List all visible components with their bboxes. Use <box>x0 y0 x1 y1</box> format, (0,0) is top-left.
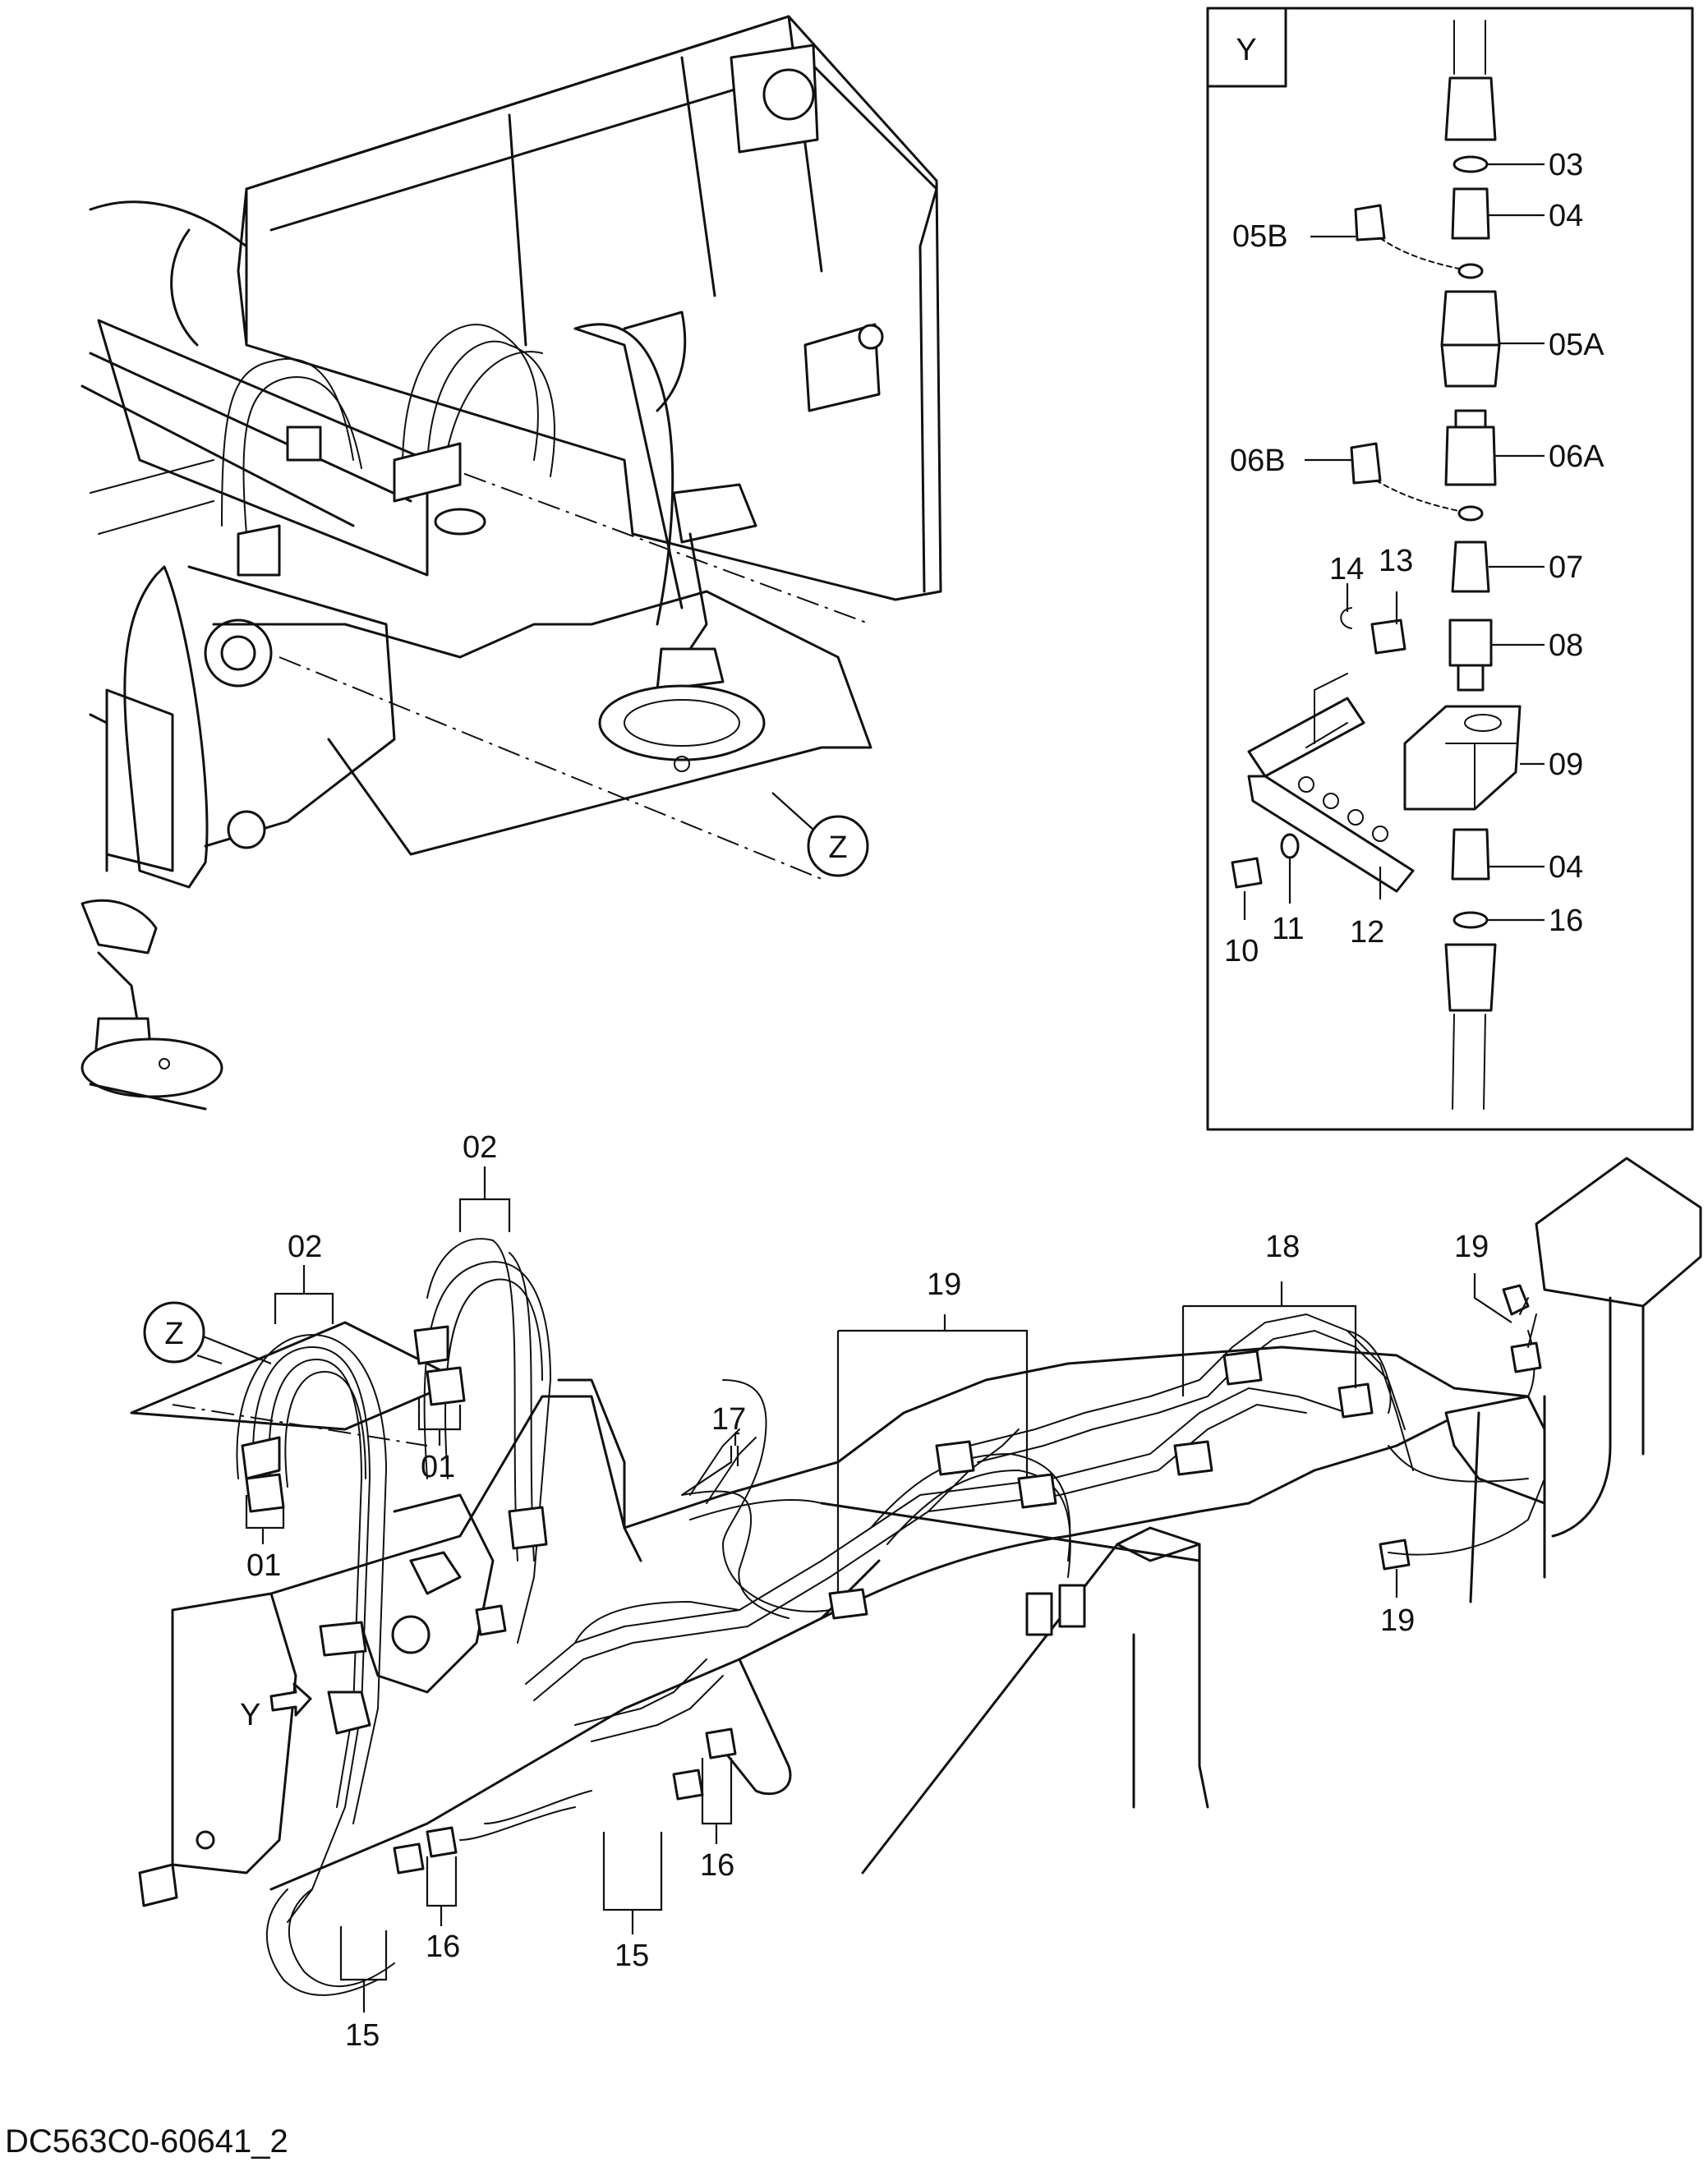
adapter-07 <box>1451 540 1490 593</box>
callout-06B: 06B <box>1230 444 1286 478</box>
upper-assembly-drawing <box>81 15 942 1111</box>
callout-16-middle: 16 <box>700 1848 734 1883</box>
hose-end-fitting-top <box>1444 76 1497 141</box>
view-y-marker-label: Y <box>240 1698 260 1732</box>
callout-01-left: 01 <box>246 1548 281 1583</box>
callout-12: 12 <box>1350 915 1384 950</box>
callout-02-left: 02 <box>288 1230 322 1264</box>
view-z-marker-bottom: Z <box>143 1301 205 1364</box>
adapter-04 <box>1451 187 1490 240</box>
coupler-05A <box>1440 290 1501 347</box>
callout-18: 18 <box>1265 1230 1300 1264</box>
callout-04: 04 <box>1549 199 1583 233</box>
callout-07: 07 <box>1549 550 1583 585</box>
view-y-arrow <box>269 1682 312 1717</box>
callout-14: 14 <box>1329 552 1364 586</box>
lower-callouts: 02 02 01 01 15 16 15 16 17 19 18 19 19 <box>246 1130 1489 2053</box>
callout-19-left: 19 <box>927 1267 961 1302</box>
hose-end-fitting-bottom <box>1444 943 1497 1012</box>
callout-09: 09 <box>1549 748 1583 782</box>
callout-15-left: 15 <box>345 2018 380 2053</box>
view-y-label: Y <box>1236 33 1256 67</box>
detail-y-panel: Y <box>1206 7 1694 1131</box>
adapter-04-lower <box>1451 828 1490 881</box>
o-ring-16 <box>1452 911 1489 929</box>
view-z-marker-top: Z <box>807 815 869 877</box>
svg-text:Z: Z <box>164 1317 183 1351</box>
manifold-block-09 <box>1403 705 1522 811</box>
washer-11 <box>1280 833 1300 859</box>
dust-cap-06B <box>1350 442 1382 485</box>
fitting-08 <box>1448 619 1493 667</box>
nipple-06A <box>1454 409 1487 429</box>
drawing-code-label: DC563C0-60641_2 <box>5 2123 288 2160</box>
bracket-12 <box>1247 697 1365 778</box>
callout-16-detail: 16 <box>1549 904 1583 938</box>
callout-06A: 06A <box>1549 439 1604 474</box>
svg-text:Z: Z <box>828 830 847 865</box>
callout-04-lower: 04 <box>1549 850 1583 885</box>
dust-cap-05B <box>1354 204 1386 242</box>
callout-02-right: 02 <box>463 1130 497 1165</box>
lower-assembly-drawing: Y <box>130 1157 1702 2012</box>
callout-17: 17 <box>711 1402 746 1437</box>
callout-05B: 05B <box>1232 219 1288 254</box>
clip-14 <box>1340 607 1352 629</box>
callout-10: 10 <box>1224 934 1259 968</box>
callout-08: 08 <box>1549 628 1583 663</box>
callout-16-left: 16 <box>426 1930 460 1964</box>
callout-19-right-top: 19 <box>1454 1230 1489 1264</box>
callout-19-right-bottom: 19 <box>1380 1603 1415 1638</box>
callout-03: 03 <box>1549 148 1583 182</box>
bolt-10 <box>1231 857 1263 889</box>
callout-05A: 05A <box>1549 328 1604 362</box>
o-ring-03 <box>1452 155 1489 173</box>
callout-01-right: 01 <box>421 1450 455 1484</box>
callout-13: 13 <box>1379 544 1413 578</box>
callout-15-middle: 15 <box>615 1939 649 1973</box>
bolt-13 <box>1370 619 1406 655</box>
callout-11: 11 <box>1272 912 1304 946</box>
